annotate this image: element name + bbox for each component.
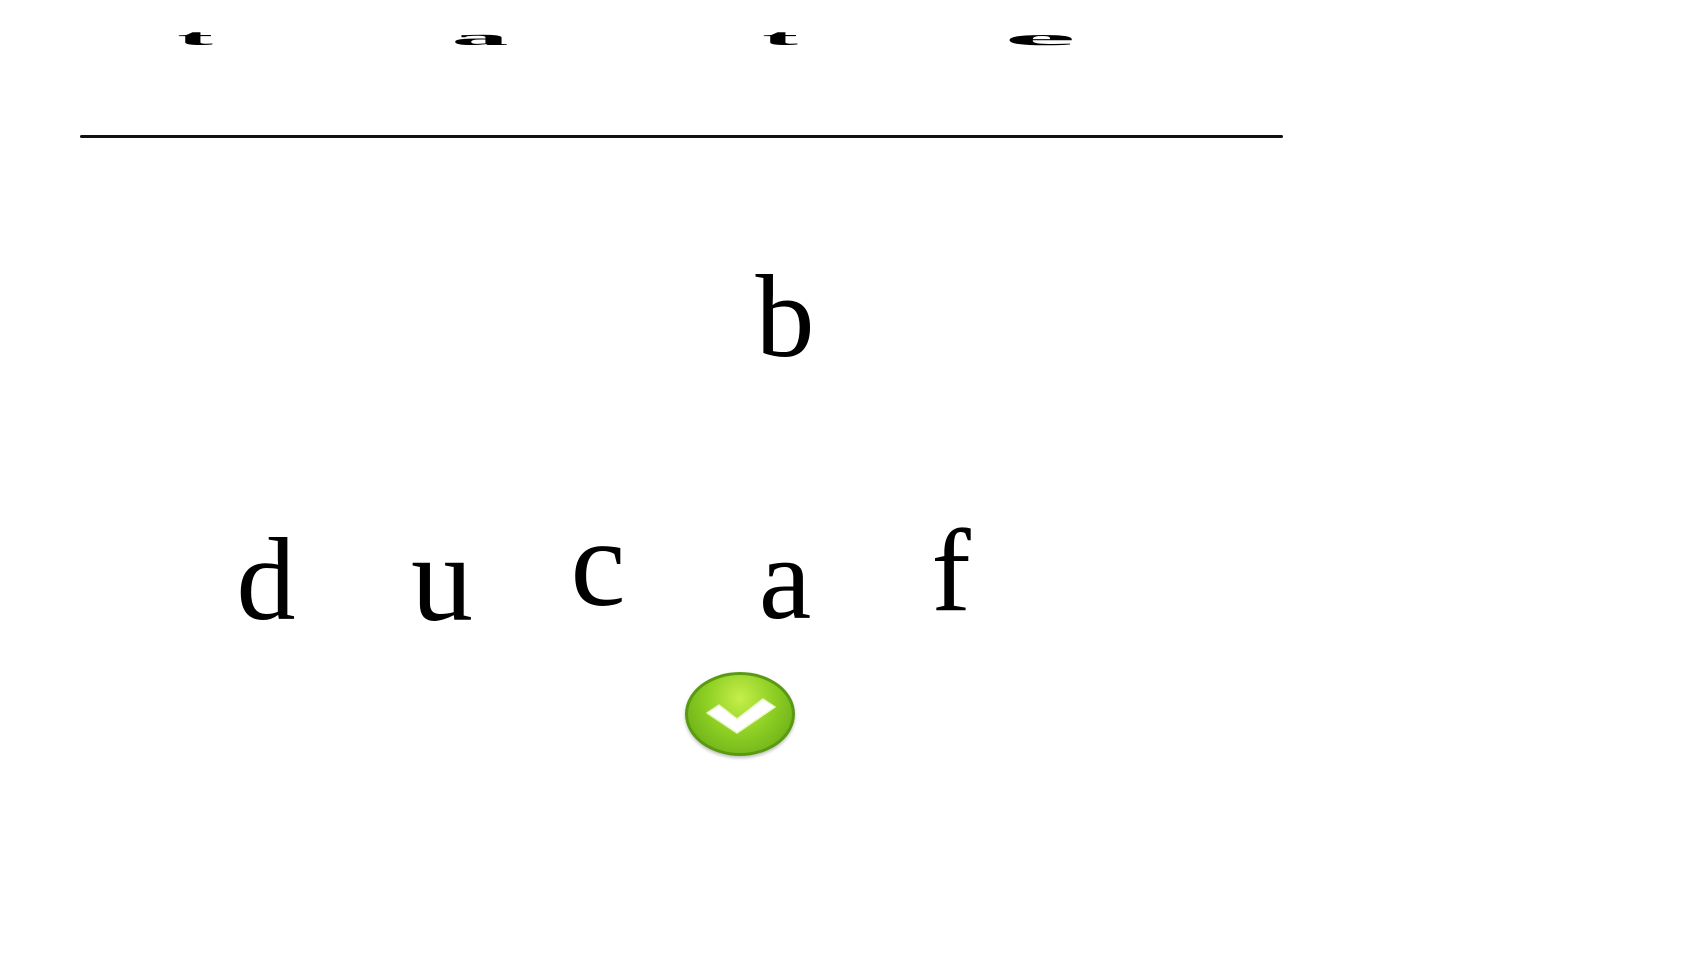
target-letter-4: e	[1004, 25, 1076, 50]
letter-tile-a[interactable]: a	[758, 513, 812, 644]
letter-tile-c[interactable]: c	[570, 495, 626, 632]
check-button[interactable]	[685, 672, 795, 756]
target-letter-3: t	[762, 25, 798, 50]
answer-line	[80, 135, 1283, 138]
letter-tile-d[interactable]: d	[236, 514, 296, 645]
target-letter-1: t	[177, 25, 213, 50]
letter-tile-u[interactable]: u	[411, 510, 473, 647]
letter-tile-f[interactable]: f	[931, 505, 971, 636]
letter-tile-b[interactable]: b	[755, 251, 815, 382]
checkmark-icon	[706, 698, 776, 734]
target-letter-2: a	[451, 25, 509, 50]
